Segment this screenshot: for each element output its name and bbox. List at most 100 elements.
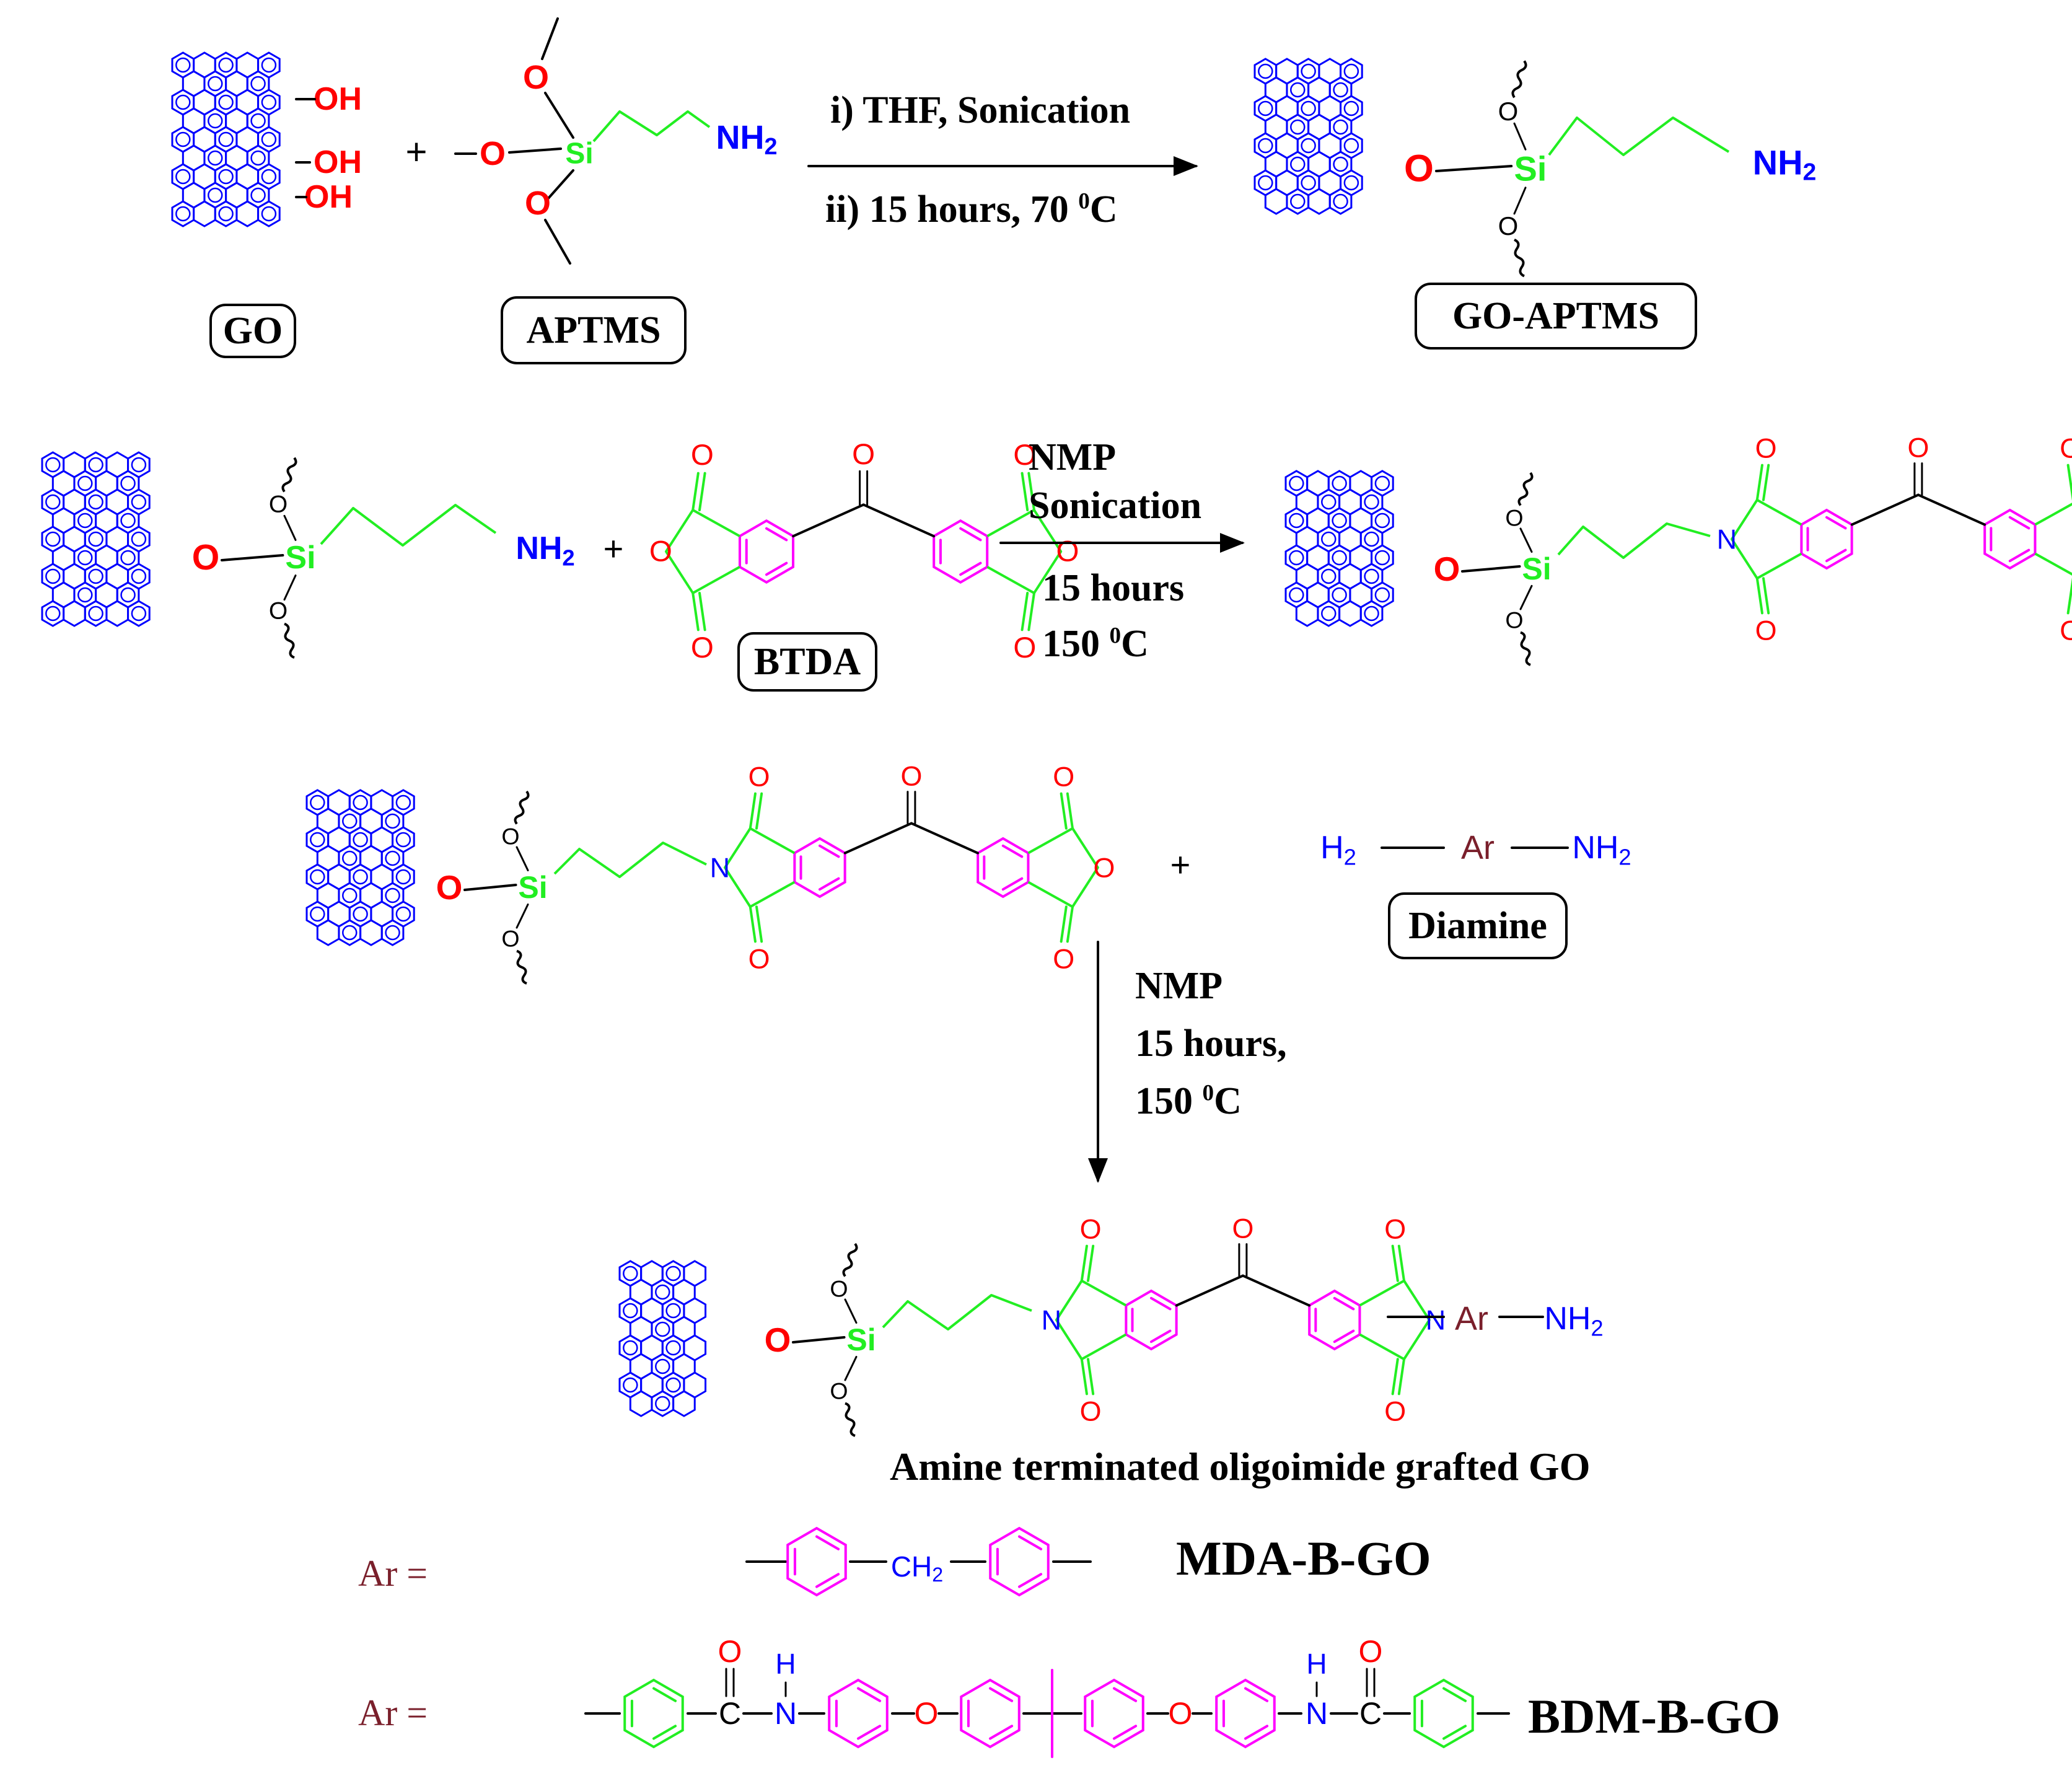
si-o-bond <box>844 1298 858 1324</box>
step3-line3-pre: 150 <box>1135 1080 1203 1122</box>
graphene-ring <box>105 600 130 627</box>
step2-conditions-bottom: 15 hours 150 0C <box>1042 561 1184 672</box>
oxygen-label: O <box>748 761 770 793</box>
oxygen-label: O <box>501 926 519 952</box>
graphene-ring <box>235 200 260 227</box>
si-o-bond <box>547 169 574 200</box>
row2-product-core-benzene-left <box>1800 508 1853 570</box>
oxygen-label: O <box>691 439 714 472</box>
step3-line3-sup: 0 <box>1202 1080 1214 1106</box>
oxygen-label: O <box>523 59 549 96</box>
step1-line2-pre: ii) 15 hours, 70 <box>825 188 1079 231</box>
graphene-aromatic-circle <box>175 169 191 185</box>
ring-double-bond <box>1442 1687 1467 1702</box>
graphene-aromatic-circle <box>353 832 368 848</box>
ring-double-bond <box>1113 1725 1138 1740</box>
graphene-aromatic-circle <box>342 813 358 829</box>
ring-double-bond <box>1825 548 1847 563</box>
oxygen-label: O <box>1053 761 1074 793</box>
graphene-aromatic-circle <box>395 832 411 848</box>
hydrogen-label: H <box>775 1648 796 1680</box>
graphene-ring <box>359 919 383 946</box>
row3-core-left-five-ring <box>724 827 796 908</box>
graphene-aromatic-circle <box>1343 175 1359 191</box>
product-chain <box>882 1294 1032 1330</box>
graphene-aromatic-circle <box>342 925 358 941</box>
step2-line4-sup: 0 <box>1109 623 1122 649</box>
graphene-aromatic-circle <box>1321 531 1337 547</box>
ar-equals-2: Ar = <box>358 1692 428 1733</box>
wavy-bond <box>842 1242 858 1277</box>
graphene-aromatic-circle <box>342 887 358 904</box>
ring-double-bond <box>1333 1329 1355 1344</box>
graphene-aromatic-circle <box>208 113 223 129</box>
graphene-aromatic-circle <box>1364 568 1379 584</box>
graphene-ring <box>193 200 216 227</box>
graphene-aromatic-circle <box>175 206 191 222</box>
bdm-benzene-4 <box>1084 1678 1144 1749</box>
graphene-aromatic-circle <box>208 76 223 92</box>
graphene-aromatic-circle <box>1332 512 1347 529</box>
oxygen-label: O <box>718 1634 742 1669</box>
row2-graphene <box>41 451 151 627</box>
wavy-bond <box>1520 631 1531 666</box>
oxygen-label: O <box>501 824 519 850</box>
btda-benzene-right <box>933 519 989 584</box>
silicon-label: Si <box>846 1322 876 1357</box>
graphene-aromatic-circle <box>353 906 368 922</box>
carbonyl-bond <box>1021 472 1029 512</box>
plus-sign: + <box>1170 845 1191 884</box>
graphene-aromatic-circle <box>218 94 234 110</box>
ring-double-bond <box>989 1687 1014 1702</box>
graphene-aromatic-circle <box>88 531 103 547</box>
carbonyl-bond <box>748 792 757 830</box>
graphene-ring <box>1264 188 1288 215</box>
btda-left-five-ring <box>665 509 740 594</box>
ring-double-bond <box>652 1725 677 1740</box>
ring-double-bond <box>815 1573 840 1588</box>
step3-line1: NMP <box>1135 965 1223 1007</box>
si-o-bond <box>283 574 297 601</box>
silicon-label: Si <box>1522 552 1551 586</box>
carbonyl-bond <box>1080 1358 1088 1396</box>
graphene-aromatic-circle <box>655 1321 670 1337</box>
graphene-aromatic-circle <box>1343 63 1359 79</box>
carbon-label: C <box>719 1696 741 1731</box>
btda-benzene-left <box>738 519 795 584</box>
graphene-aromatic-circle <box>1333 119 1348 135</box>
si-o-bond <box>844 1356 858 1381</box>
go-graphene <box>171 51 281 227</box>
wavy-bond <box>284 622 295 659</box>
row3-chain <box>553 842 707 878</box>
diamine-label-text: Diamine <box>1408 904 1547 947</box>
carbonyl-bond <box>1021 591 1029 631</box>
ring-double-bond <box>1244 1687 1269 1702</box>
silicon-label: Si <box>285 540 315 576</box>
ketone-bond <box>792 503 865 538</box>
si-o-bond <box>544 92 574 139</box>
carbonyl-bond <box>2066 464 2072 501</box>
ring-double-bond <box>1018 1535 1043 1550</box>
bdm-benzene-3 <box>960 1678 1021 1749</box>
bdm-benzene-1 <box>623 1678 684 1749</box>
graphene-aromatic-circle <box>218 57 234 73</box>
graphene-aromatic-circle <box>1364 531 1379 547</box>
carbonyl-bond <box>1066 792 1074 830</box>
graphene-aromatic-circle <box>665 1265 681 1282</box>
carbonyl-bond <box>691 472 700 512</box>
graphene-ring <box>1338 600 1362 627</box>
graphene-aromatic-circle <box>261 206 277 222</box>
amine-label: NH2 <box>1572 830 1631 869</box>
methylene-label: CH2 <box>891 1550 943 1586</box>
subscript: 2 <box>932 1563 943 1586</box>
graphene-ring <box>1295 600 1319 627</box>
ring-double-bond <box>857 1687 882 1702</box>
plus-sign: + <box>604 529 624 568</box>
ring-double-bond <box>765 527 788 542</box>
graphene-aromatic-circle <box>1332 550 1347 566</box>
hydroxyl-label: OH <box>304 179 353 215</box>
graphene-aromatic-circle <box>385 925 400 941</box>
graphene-aromatic-circle <box>1332 475 1347 491</box>
nitrogen-label: N <box>1306 1696 1328 1731</box>
btda-right-five-ring <box>986 509 1063 594</box>
